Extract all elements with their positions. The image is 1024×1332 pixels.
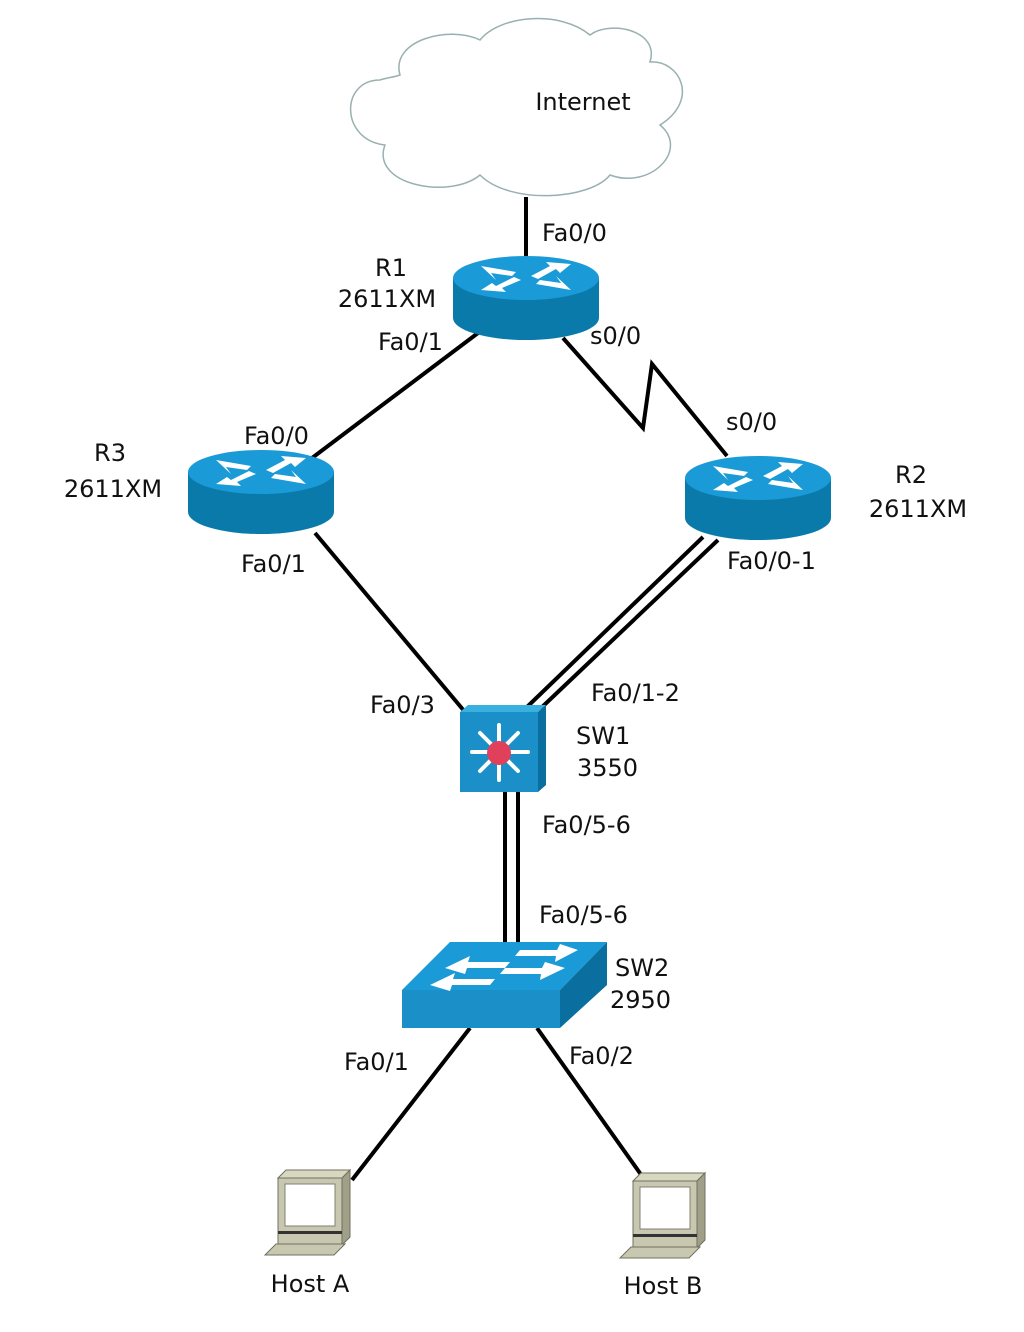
r2-model: 2611XM [869,495,967,523]
port-r2-fa00-1: Fa0/0-1 [727,547,816,575]
port-r1-fa01: Fa0/1 [378,328,443,356]
port-sw1-fa05-6: Fa0/5-6 [542,811,631,839]
host-b-computer-icon[interactable] [618,1171,707,1259]
r1-model: 2611XM [338,285,436,313]
host-b-label: Host B [624,1272,703,1300]
port-r3-fa00: Fa0/0 [244,422,309,450]
router-r1-icon[interactable] [453,256,599,340]
router-r2-icon[interactable] [685,456,831,540]
port-r2-s00: s0/0 [726,408,777,436]
internet-label: Internet [535,88,630,116]
switch-sw2-icon[interactable] [402,942,607,1028]
r2-name: R2 [895,461,927,489]
router-r3-icon[interactable] [188,450,334,534]
link-r3-sw1 [313,531,467,714]
r3-model: 2611XM [64,475,162,503]
port-r1-s00: s0/0 [590,322,641,350]
link-r2-sw1-b [538,538,720,711]
sw1-name: SW1 [576,722,630,750]
host-a-computer-icon[interactable] [263,1168,352,1256]
link-sw2-hosta [350,1026,472,1182]
port-sw1-fa03: Fa0/3 [370,691,435,719]
port-r1-fa00: Fa0/0 [542,219,607,247]
r1-name: R1 [375,254,407,282]
port-sw2-fa05-6: Fa0/5-6 [539,901,628,929]
sw2-name: SW2 [615,954,669,982]
serial-link-r1-r2 [561,336,729,458]
port-sw2-fa01: Fa0/1 [344,1048,409,1076]
link-sw2-hostb [535,1026,644,1178]
link-r1-r3 [310,331,480,460]
internet-cloud-icon [349,17,684,197]
port-r3-fa01: Fa0/1 [241,550,306,578]
port-sw1-fa01-2: Fa0/1-2 [591,679,680,707]
host-a-label: Host A [271,1270,350,1298]
link-r2-sw1-a [525,535,705,709]
multilayer-switch-sw1-icon[interactable] [460,705,546,792]
port-sw2-fa02: Fa0/2 [569,1042,634,1070]
sw1-model: 3550 [577,754,638,782]
sw2-model: 2950 [610,986,671,1014]
r3-name: R3 [94,439,126,467]
